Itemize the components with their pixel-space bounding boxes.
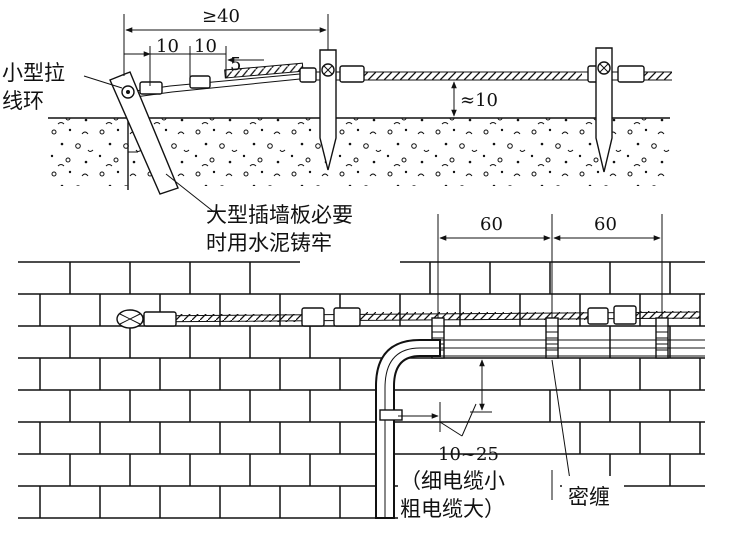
wall-cable-twist-2 bbox=[360, 312, 590, 320]
small-ring-leader bbox=[83, 75, 123, 89]
clamp-2 bbox=[189, 75, 211, 89]
wall-clamp-3 bbox=[333, 307, 361, 327]
clamp-1 bbox=[139, 81, 163, 95]
clamp-4 bbox=[339, 65, 365, 83]
bracket-3 bbox=[655, 317, 669, 359]
twisted-cable-3 bbox=[640, 72, 672, 80]
twisted-cable-2 bbox=[362, 72, 582, 80]
small-ring-label-line2: 线环 bbox=[2, 89, 44, 113]
dense-wrap-leader bbox=[551, 359, 571, 481]
stake-2 bbox=[595, 47, 613, 173]
dim-10b-label: 10 bbox=[194, 36, 217, 57]
conduit-clip bbox=[379, 409, 403, 421]
dense-wrap-label: 密缠 bbox=[568, 485, 610, 509]
wall-cable-twist-1 bbox=[176, 314, 302, 322]
dim-60b-label: 60 bbox=[594, 214, 617, 235]
wall-clamp-2 bbox=[301, 307, 325, 327]
big-board-label-line1: 大型插墙板必要 bbox=[206, 203, 353, 227]
dim-60a-label: 60 bbox=[480, 214, 503, 235]
wall-clamp-4 bbox=[587, 307, 609, 325]
wall-clamp-5 bbox=[613, 305, 637, 325]
brick-wall: 60 60 10~25 （细电缆小 粗电缆大） 密缠 bbox=[18, 214, 705, 524]
big-board-leader bbox=[165, 173, 215, 213]
dim-10-25-label: 10~25 bbox=[438, 444, 499, 465]
clamp-3 bbox=[299, 67, 317, 83]
note-line2: 粗电缆大） bbox=[400, 497, 505, 521]
stake-1 bbox=[319, 49, 337, 171]
approx10-label: ≈10 bbox=[460, 90, 498, 111]
suspended-cable bbox=[440, 339, 705, 357]
note-line1: （细电缆小 bbox=[400, 469, 505, 493]
small-ring-label-line1: 小型拉 bbox=[2, 61, 65, 85]
dim-5-label: 5 bbox=[230, 54, 241, 75]
brick-courses bbox=[18, 261, 705, 519]
conduit-bend bbox=[375, 339, 441, 519]
dim-ge40-label: ≥40 bbox=[202, 6, 240, 27]
bracket-2 bbox=[545, 317, 559, 359]
ground-section: ≥40 10 10 5 ≈10 小型拉 线环 大型插墙板必要 时用水泥铸牢 bbox=[2, 6, 672, 255]
wall-clamp-1 bbox=[143, 311, 177, 327]
dim-10a-label: 10 bbox=[156, 36, 179, 57]
twisted-cable-1 bbox=[224, 62, 304, 79]
clamp-6 bbox=[617, 65, 645, 83]
wall-plug-board bbox=[109, 71, 179, 195]
big-board-label-line2: 时用水泥铸牢 bbox=[206, 231, 332, 255]
dim-10-25-leader bbox=[439, 403, 477, 437]
guy-wire-slant-2 bbox=[127, 78, 301, 99]
